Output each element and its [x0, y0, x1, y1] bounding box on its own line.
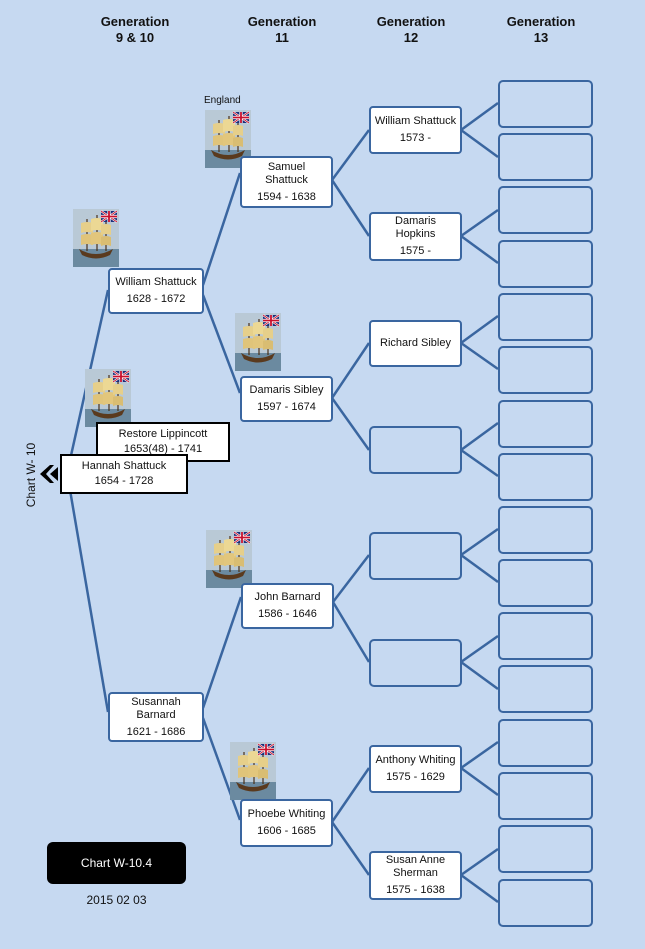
person-name: John Barnard — [254, 591, 321, 603]
person-box-phoebe-whiting[interactable]: Phoebe Whiting 1606 - 1685 — [240, 799, 333, 847]
empty-person-box[interactable] — [498, 719, 593, 767]
person-dates: 1575 - — [399, 245, 432, 257]
person-box-william-shattuck-1573[interactable]: William Shattuck 1573 - — [369, 106, 462, 154]
empty-person-box[interactable] — [498, 453, 593, 501]
empty-person-box[interactable] — [498, 772, 593, 820]
person-box-damaris-hopkins[interactable]: Damaris Hopkins 1575 - — [369, 212, 462, 261]
empty-person-box[interactable] — [498, 506, 593, 554]
person-box-william-shattuck-1628[interactable]: William Shattuck 1628 - 1672 — [108, 268, 204, 314]
header-generation-9-10: Generation 9 & 10 — [100, 14, 170, 45]
ship-flag-icon — [235, 313, 281, 371]
chart-id-badge: Chart W-10.4 — [47, 842, 186, 884]
person-box-john-barnard[interactable]: John Barnard 1586 - 1646 — [241, 583, 334, 629]
person-dates: 1575 - 1629 — [386, 771, 445, 783]
empty-person-box[interactable] — [498, 240, 593, 288]
empty-person-box[interactable] — [498, 665, 593, 713]
person-dates: 1597 - 1674 — [257, 401, 316, 413]
person-box-susannah-barnard[interactable]: Susannah Barnard 1621 - 1686 — [108, 692, 204, 742]
person-box-susan-anne-sherman[interactable]: Susan Anne Sherman 1575 - 1638 — [369, 851, 462, 900]
header-generation-12: Generation 12 — [376, 14, 446, 45]
person-box-richard-sibley[interactable]: Richard Sibley — [369, 320, 462, 367]
person-name: Susannah Barnard — [131, 695, 181, 721]
ship-flag-icon — [85, 369, 131, 427]
ship-flag-icon — [230, 742, 276, 800]
person-name: Phoebe Whiting — [247, 808, 326, 820]
empty-person-box[interactable] — [369, 426, 462, 474]
empty-person-box[interactable] — [498, 293, 593, 341]
person-dates: 1653(48) - 1741 — [123, 443, 203, 455]
person-name: William Shattuck — [374, 115, 457, 127]
header-generation-11: Generation 11 — [247, 14, 317, 45]
chart-date: 2015 02 03 — [86, 893, 147, 907]
person-name: Richard Sibley — [380, 337, 451, 349]
ship-flag-icon — [73, 209, 119, 267]
empty-person-box[interactable] — [498, 346, 593, 394]
person-dates: 1621 - 1686 — [126, 725, 186, 738]
person-name: Anthony Whiting — [375, 754, 456, 766]
empty-person-box[interactable] — [498, 186, 593, 234]
empty-person-box[interactable] — [498, 879, 593, 927]
person-box-anthony-whiting[interactable]: Anthony Whiting 1575 - 1629 — [369, 745, 462, 793]
empty-person-box[interactable] — [498, 400, 593, 448]
person-dates: 1575 - 1638 — [386, 884, 445, 896]
ship-flag-icon — [206, 530, 252, 588]
empty-person-box[interactable] — [369, 639, 462, 687]
person-box-samuel-shattuck[interactable]: Samuel Shattuck 1594 - 1638 — [240, 156, 333, 208]
empty-person-box[interactable] — [369, 532, 462, 580]
person-box-damaris-sibley[interactable]: Damaris Sibley 1597 - 1674 — [240, 376, 333, 422]
person-dates: 1628 - 1672 — [126, 293, 186, 305]
empty-person-box[interactable] — [498, 80, 593, 128]
person-name: Hannah Shattuck — [81, 460, 167, 472]
england-label: England — [204, 95, 241, 106]
person-name: Restore Lippincott — [118, 428, 208, 440]
person-dates: 1654 - 1728 — [94, 475, 154, 487]
empty-person-box[interactable] — [498, 612, 593, 660]
person-dates: 1594 - 1638 — [257, 190, 316, 203]
empty-person-box[interactable] — [498, 559, 593, 607]
person-dates: 1573 - — [399, 132, 432, 144]
person-name: William Shattuck — [115, 276, 197, 288]
empty-person-box[interactable] — [498, 133, 593, 181]
person-name: Susan Anne Sherman — [385, 854, 446, 879]
empty-person-box[interactable] — [498, 825, 593, 873]
person-name: Damaris Sibley — [249, 384, 324, 396]
header-generation-13: Generation 13 — [506, 14, 576, 45]
person-name: Samuel Shattuck — [265, 160, 308, 186]
chevron-left-icon[interactable] — [38, 463, 60, 485]
chart-vertical-label: Chart W- 10 — [24, 442, 38, 508]
person-name: Damaris Hopkins — [395, 215, 436, 240]
person-dates: 1606 - 1685 — [257, 825, 316, 837]
person-dates: 1586 - 1646 — [258, 608, 317, 620]
person-box-hannah-shattuck[interactable]: Hannah Shattuck 1654 - 1728 — [60, 454, 188, 494]
